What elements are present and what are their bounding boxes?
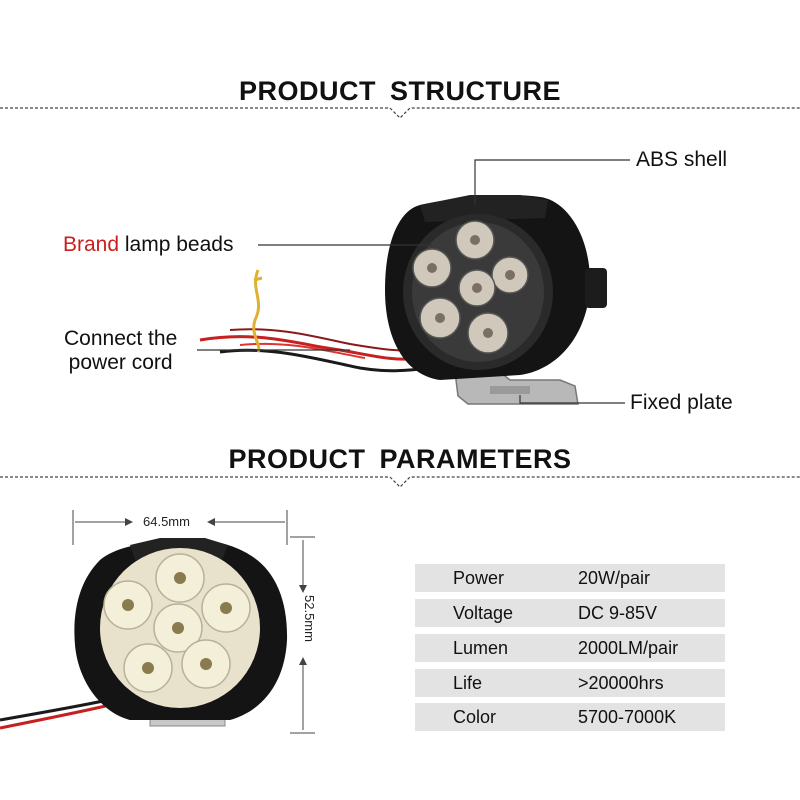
param-label: Life — [453, 673, 483, 693]
lamp-beads-callout: Brand lamp beads — [63, 233, 233, 257]
connect-line2: power cord — [68, 351, 173, 374]
param-value: 20W/pair — [578, 568, 651, 588]
param-value: DC 9-85V — [578, 603, 658, 623]
abs-shell-callout: ABS shell — [636, 148, 728, 171]
power-cord-callout: Connect the power cord — [64, 327, 177, 375]
param-label: Voltage — [453, 603, 514, 623]
param-row-lumen: Lumen 2000LM/pair — [415, 634, 725, 662]
param-value: 2000LM/pair — [578, 638, 679, 658]
param-value: 5700-7000K — [578, 707, 677, 727]
param-row-voltage: Voltage DC 9-85V — [415, 599, 725, 627]
parameters-title: PRODUCT PARAMETERS — [228, 444, 572, 474]
param-row-life: Life >20000hrs — [415, 669, 725, 697]
connect-line1: Connect the — [64, 327, 178, 350]
fixed-plate-callout: Fixed plate — [630, 391, 733, 414]
structure-title: PRODUCT STRUCTURE — [239, 76, 561, 106]
lamp-beads-text: lamp beads — [124, 233, 234, 256]
width-dimension: 64.5mm — [143, 514, 190, 529]
param-label: Lumen — [453, 638, 509, 658]
param-value: >20000hrs — [578, 673, 664, 693]
param-label: Power — [453, 568, 505, 588]
param-row-power: Power 20W/pair — [415, 564, 725, 592]
param-label: Color — [453, 707, 497, 727]
brand-word: Brand — [63, 233, 120, 256]
height-dimension: 52.5mm — [302, 595, 317, 642]
param-row-color: Color 5700-7000K — [415, 703, 725, 731]
